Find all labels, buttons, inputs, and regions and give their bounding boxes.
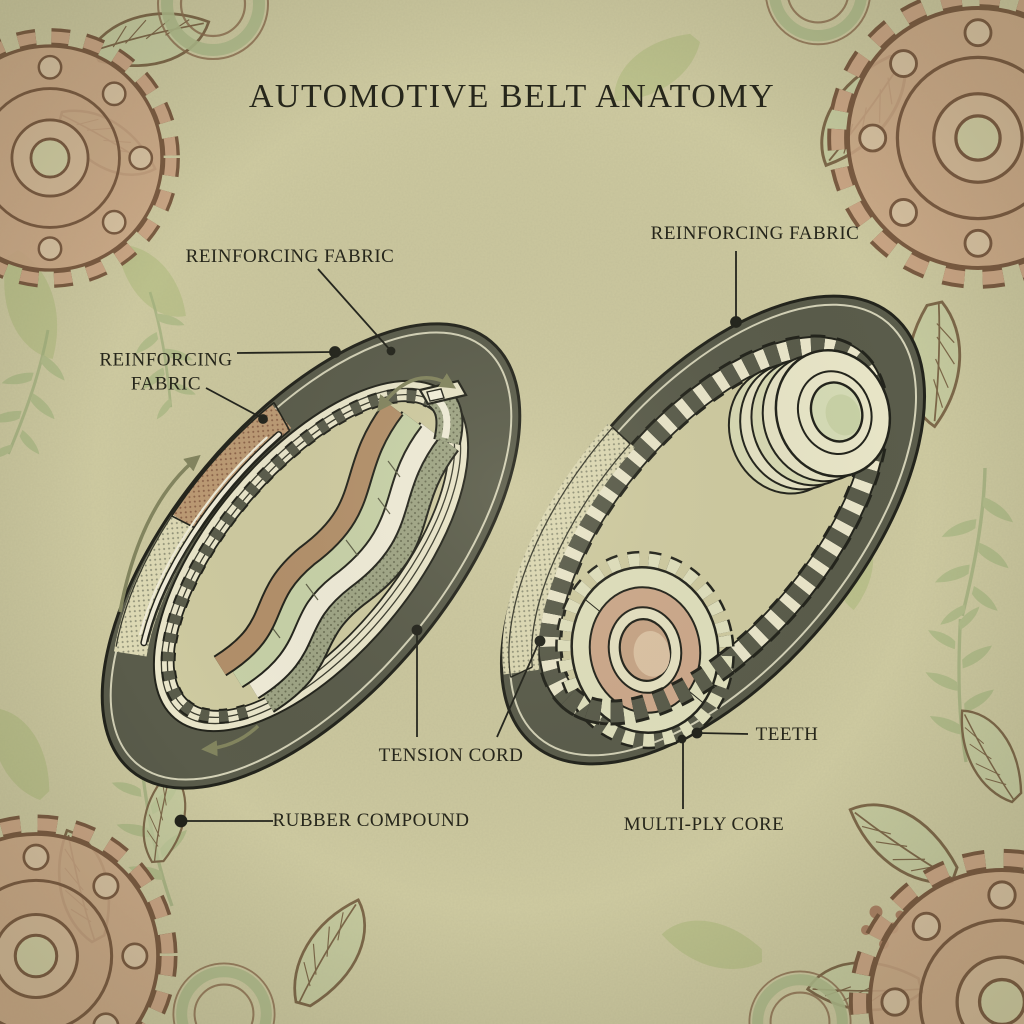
label-reinforcing-fabric-side-left: REINFORCING FABRIC xyxy=(99,349,233,394)
label-reinforcing-fabric-right: REINFORCING FABRIC xyxy=(650,223,860,245)
label-tension-cord: TENSION CORD xyxy=(378,745,524,767)
label-rubber-compound: RUBBER COMPOUND xyxy=(272,810,470,832)
label-teeth: TEETH xyxy=(755,724,819,746)
label-multi-ply-core: MULTI-PLY CORE xyxy=(623,814,785,836)
page-title: AUTOMOTIVE BELT ANATOMY xyxy=(248,77,776,115)
label-reinforcing-fabric-top-left: REINFORCING FABRIC xyxy=(185,246,395,268)
